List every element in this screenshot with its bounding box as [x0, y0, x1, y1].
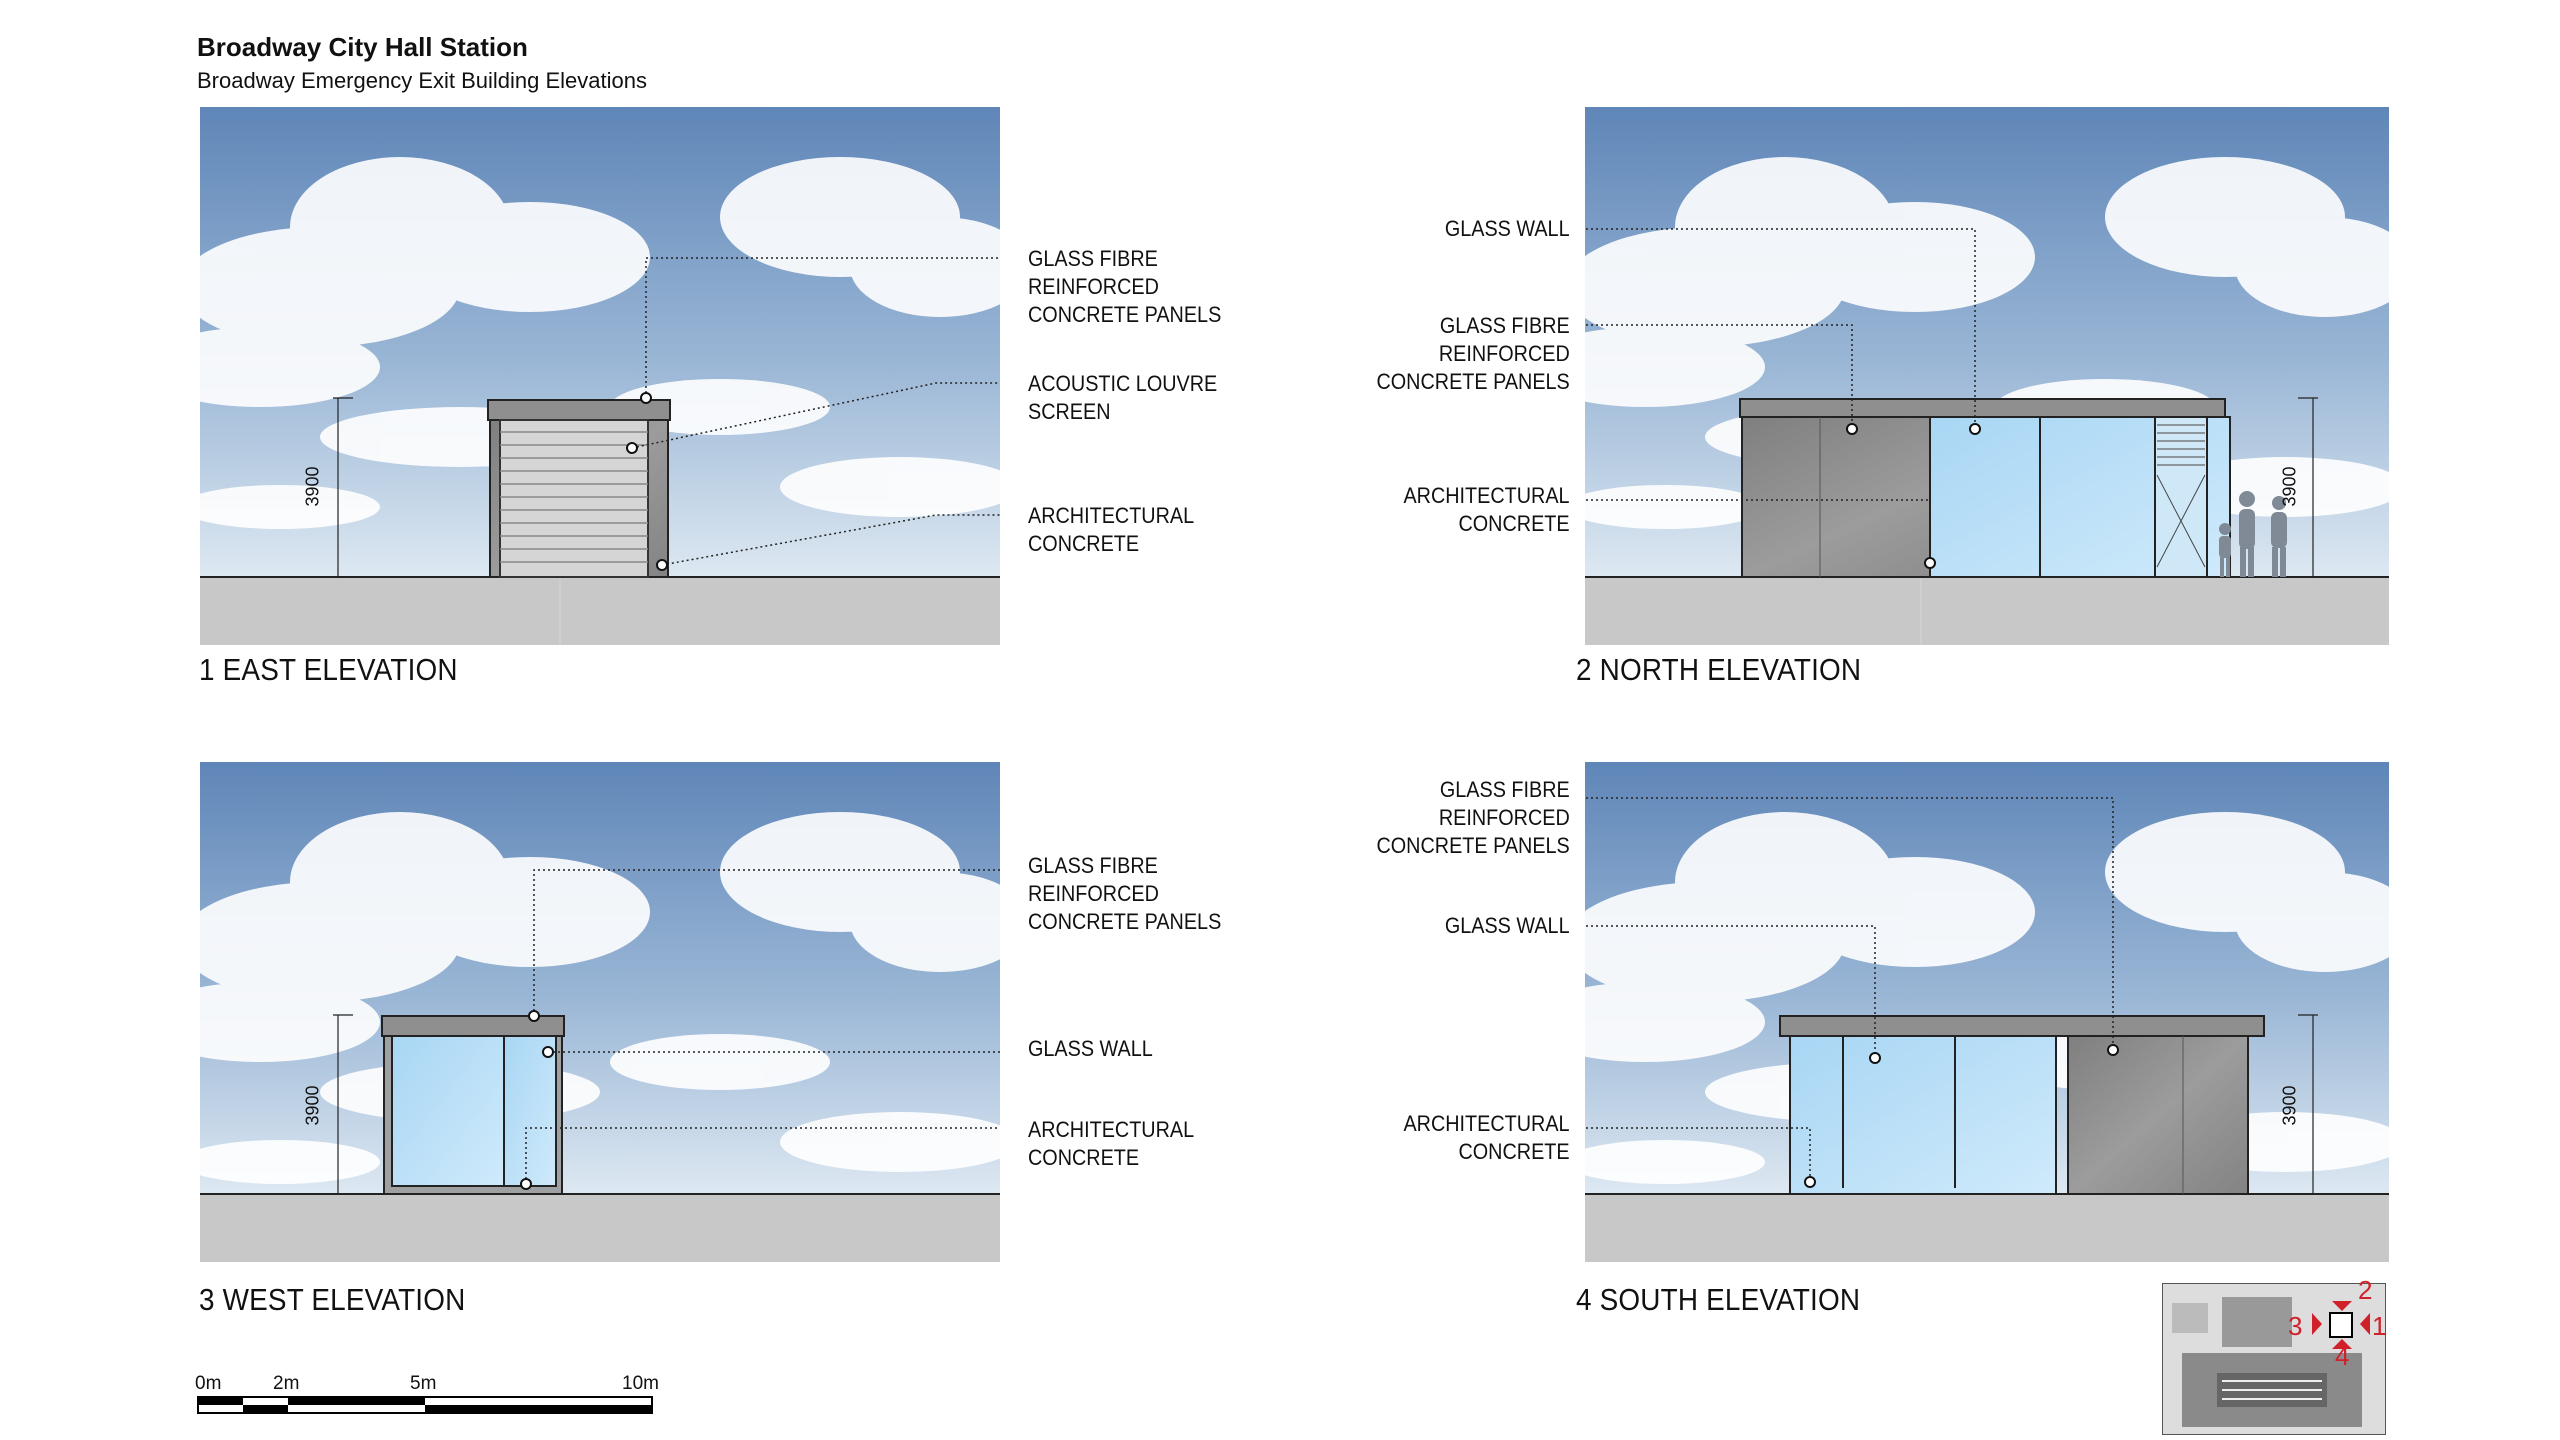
south-dimension: 3900	[2279, 1085, 2300, 1126]
page-subtitle: Broadway Emergency Exit Building Elevati…	[197, 68, 648, 93]
east-elevation-label: 1 EAST ELEVATION	[199, 652, 458, 687]
south-elevation-label: 4 SOUTH ELEVATION	[1576, 1282, 1861, 1317]
west-callout-concrete: ARCHITECTURAL CONCRETE	[1028, 1117, 1195, 1170]
west-elevation-label: 3 WEST ELEVATION	[199, 1282, 466, 1317]
east-callout-louvre: ACOUSTIC LOUVRE SCREEN	[1028, 371, 1218, 424]
south-callout-glass: GLASS WALL	[1445, 913, 1570, 938]
key-plan: 2 1 3 4	[2161, 1275, 2387, 1436]
east-elevation-drawing	[200, 107, 1000, 645]
west-callout-glass: GLASS WALL	[1028, 1036, 1153, 1061]
scale-tick-10m: 10m	[622, 1373, 659, 1394]
north-elevation-drawing	[1585, 107, 2389, 645]
east-callout-gfrc: GLASS FIBRE REINFORCED CONCRETE PANELS	[1028, 246, 1222, 327]
south-elevation-drawing	[1585, 762, 2389, 1300]
north-elevation-label: 2 NORTH ELEVATION	[1576, 652, 1862, 687]
north-callout-glass: GLASS WALL	[1445, 216, 1570, 241]
east-callout-concrete: ARCHITECTURAL CONCRETE	[1028, 503, 1195, 556]
key-marker-4: 4	[2335, 1341, 2350, 1371]
scale-tick-2m: 2m	[273, 1373, 300, 1394]
north-callout-gfrc: GLASS FIBRE REINFORCED CONCRETE PANELS	[1376, 313, 1570, 394]
east-dimension: 3900	[302, 466, 323, 507]
west-elevation-drawing	[200, 762, 1000, 1300]
key-marker-2: 2	[2358, 1275, 2373, 1305]
south-callout-gfrc: GLASS FIBRE REINFORCED CONCRETE PANELS	[1376, 777, 1570, 858]
north-callout-concrete: ARCHITECTURAL CONCRETE	[1403, 483, 1570, 536]
key-marker-1: 1	[2372, 1311, 2387, 1341]
scale-tick-0m: 0m	[195, 1373, 222, 1394]
west-callout-gfrc: GLASS FIBRE REINFORCED CONCRETE PANELS	[1028, 853, 1222, 934]
key-marker-3: 3	[2288, 1311, 2303, 1341]
scale-bar	[197, 1396, 653, 1421]
page-title: Broadway City Hall Station	[197, 32, 528, 62]
north-dimension: 3900	[2279, 466, 2300, 507]
scale-tick-5m: 5m	[410, 1373, 437, 1394]
west-dimension: 3900	[302, 1085, 323, 1126]
south-callout-concrete: ARCHITECTURAL CONCRETE	[1403, 1111, 1570, 1164]
